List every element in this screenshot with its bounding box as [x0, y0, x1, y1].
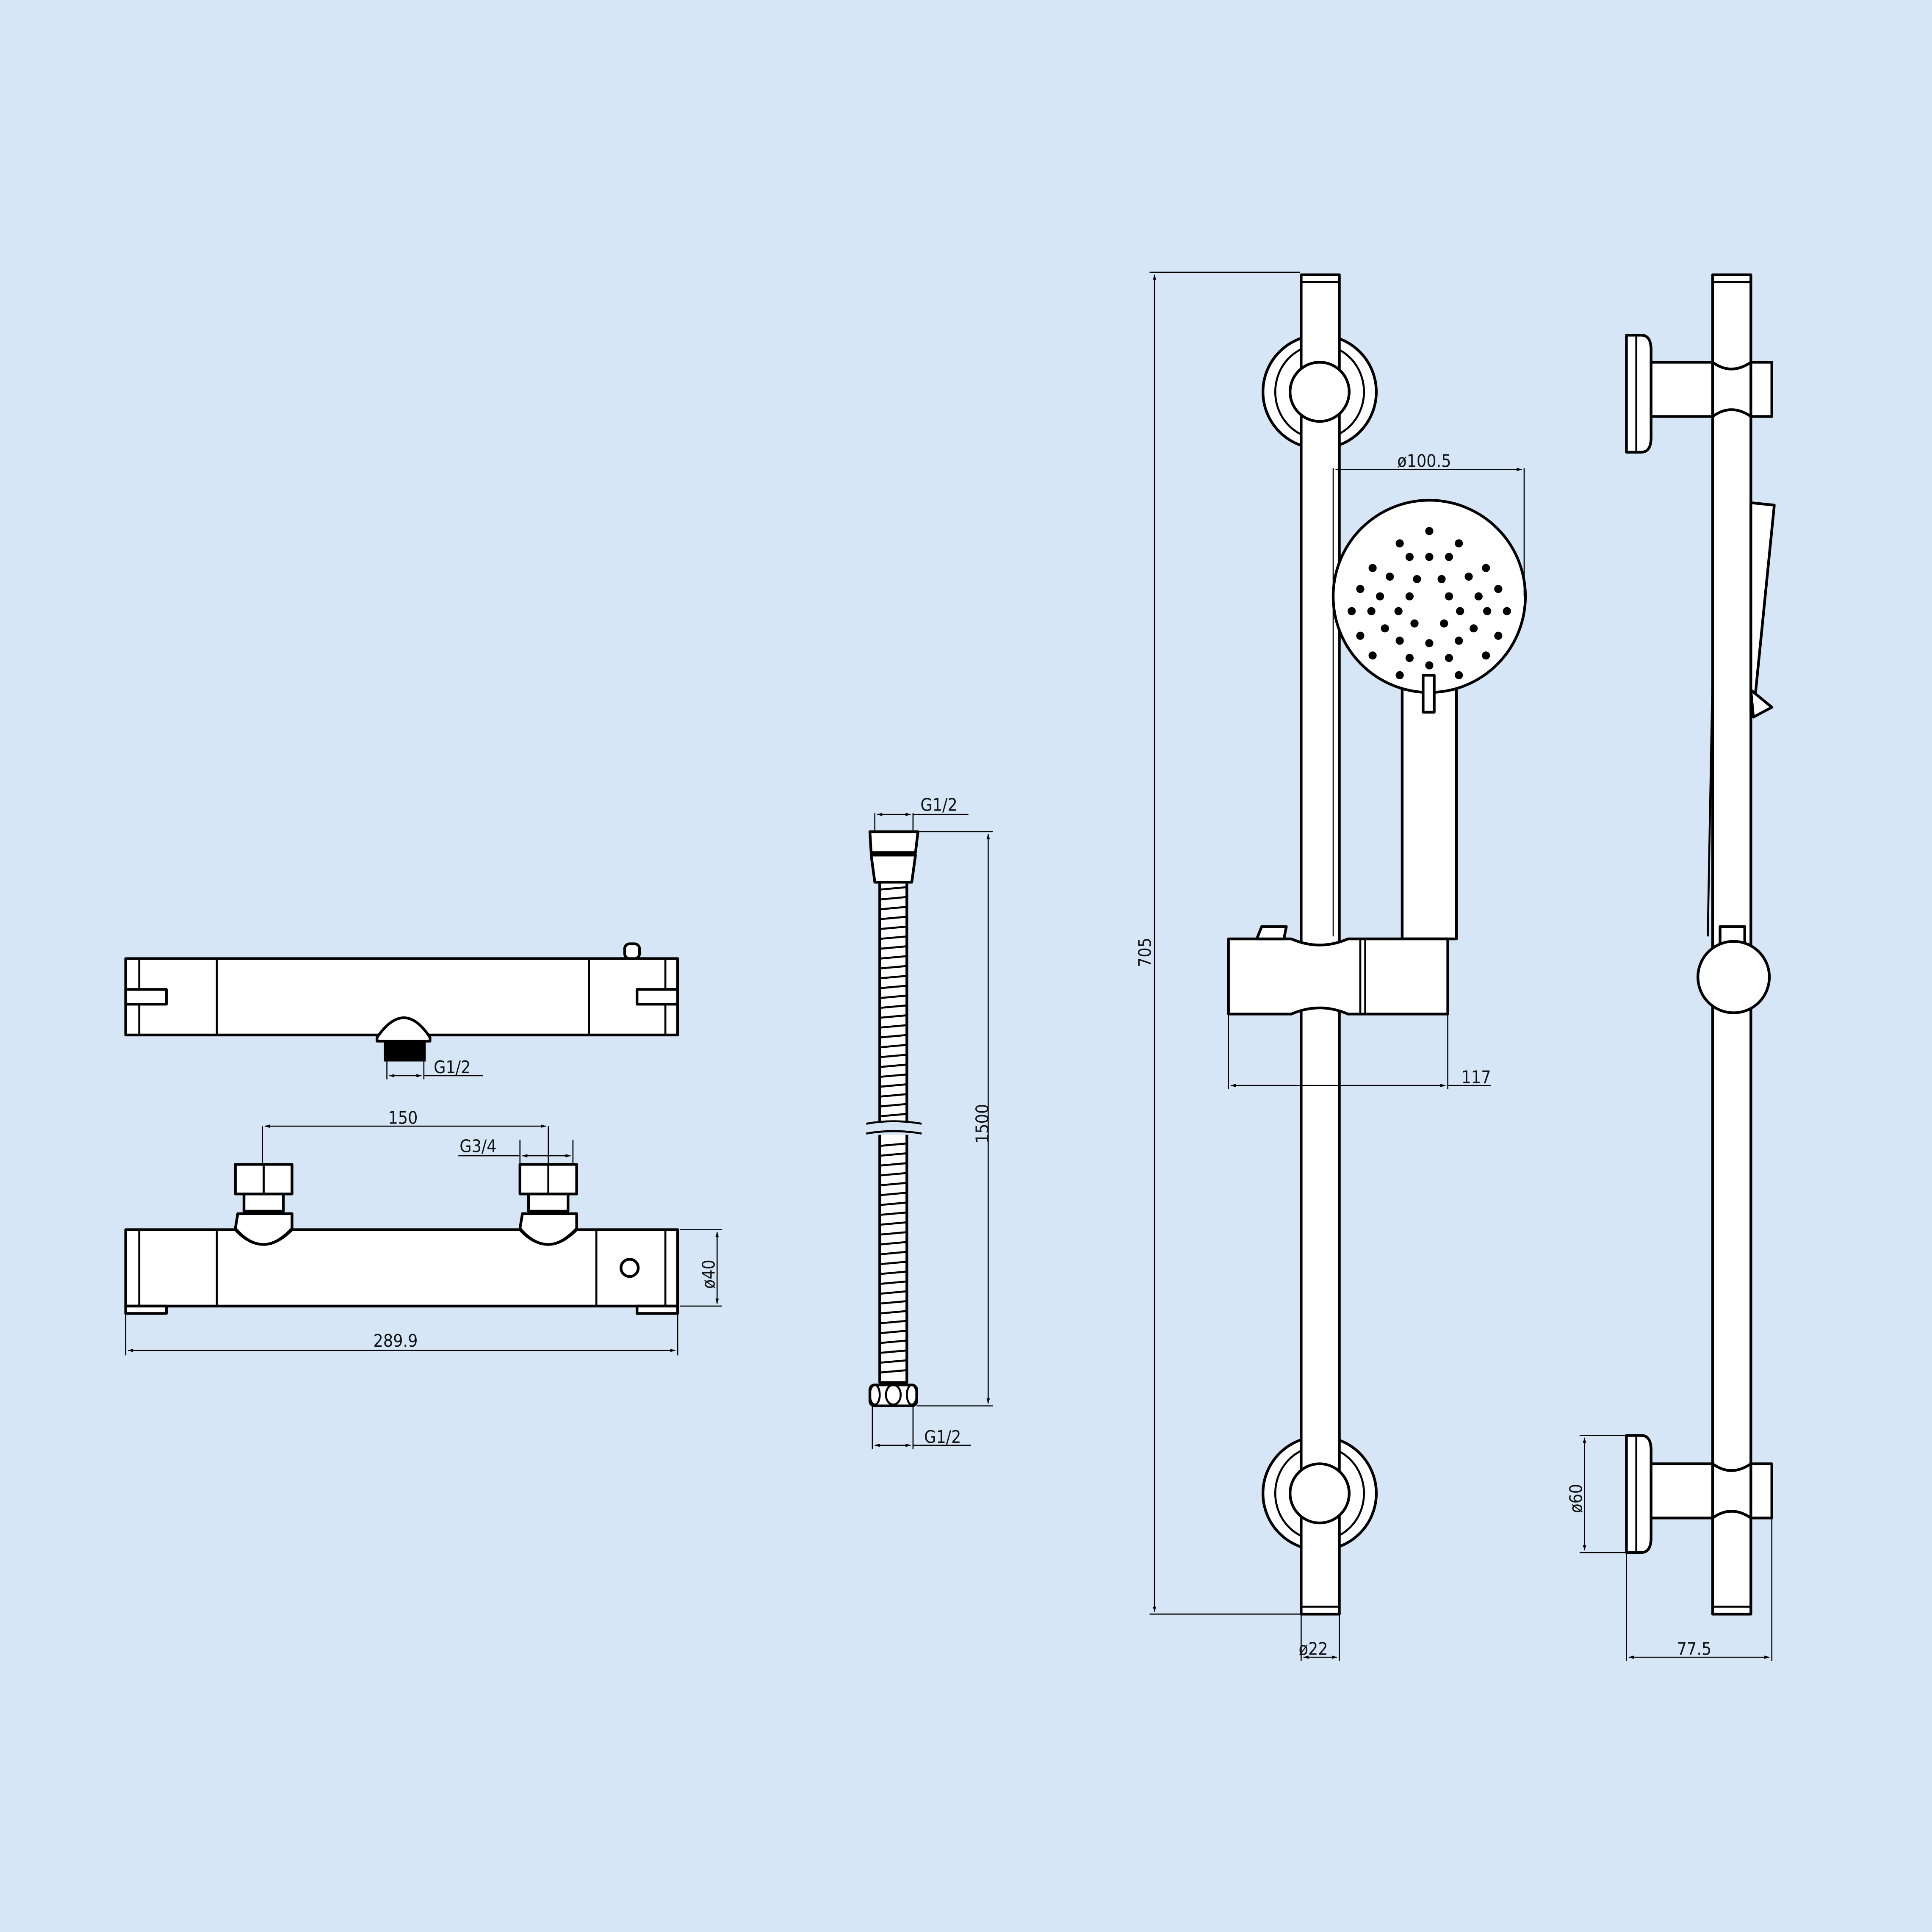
mount-foot-right-icon: [635, 1304, 679, 1315]
outlet-cap-icon: [376, 1016, 432, 1043]
hose-corrugation-icon: [880, 886, 907, 1374]
wall-projection-label: 77.5: [1677, 1639, 1712, 1659]
handset-diameter-label: ø100.5: [1397, 451, 1451, 471]
bracket-diameter-label: ø60: [1566, 1484, 1586, 1513]
lock-button-icon: [620, 1258, 640, 1278]
mount-clip-left-icon: [124, 988, 168, 1006]
hose-top-thread-label: G1/2: [920, 794, 957, 815]
hose-bottom-thread-label: G1/2: [924, 1427, 961, 1447]
valve-top-view: G1/2: [124, 942, 679, 1079]
mount-clip-right-icon: [635, 988, 679, 1006]
slider-projection-label: 117: [1461, 1067, 1491, 1087]
side-slider-knob-icon: [1697, 940, 1771, 1014]
side-wall-plate-top-icon: [1625, 334, 1652, 454]
rail-diameter-label: ø22: [1299, 1639, 1328, 1659]
rail-height-label: 705: [1135, 938, 1155, 967]
slider-bracket: [1227, 937, 1449, 1016]
side-wall-plate-bottom-icon: [1625, 1434, 1652, 1554]
overall-length-label: 289.9: [374, 1331, 418, 1351]
spray-lever-icon: [1422, 674, 1436, 714]
button-knob-icon: [623, 942, 641, 960]
mount-foot-left-icon: [124, 1304, 168, 1315]
hose-length-label: 1500: [972, 1104, 992, 1143]
valve-front-view: 150 G3/4 ø40 289.9: [124, 1107, 722, 1356]
outlet-thread-icon: [384, 1041, 426, 1062]
riser-rail-front-view: 705: [1135, 271, 1527, 1661]
spray-nozzles-icon: [1348, 527, 1511, 679]
shower-hose: G1/2 1500 G1/2: [866, 794, 994, 1449]
valve-outlet-thread-label: G1/2: [434, 1057, 471, 1077]
inlet-thread-label: G3/4: [459, 1136, 496, 1156]
riser-rail-side-view: ø60 77.5: [1566, 273, 1776, 1661]
inlet-spacing-label: 150: [388, 1107, 418, 1128]
body-diameter-label: ø40: [698, 1259, 719, 1289]
hose-cone-nut-icon: [868, 830, 919, 854]
hose-break-mark-icon: [866, 1120, 922, 1135]
slider-release-button-icon: [1255, 925, 1288, 941]
